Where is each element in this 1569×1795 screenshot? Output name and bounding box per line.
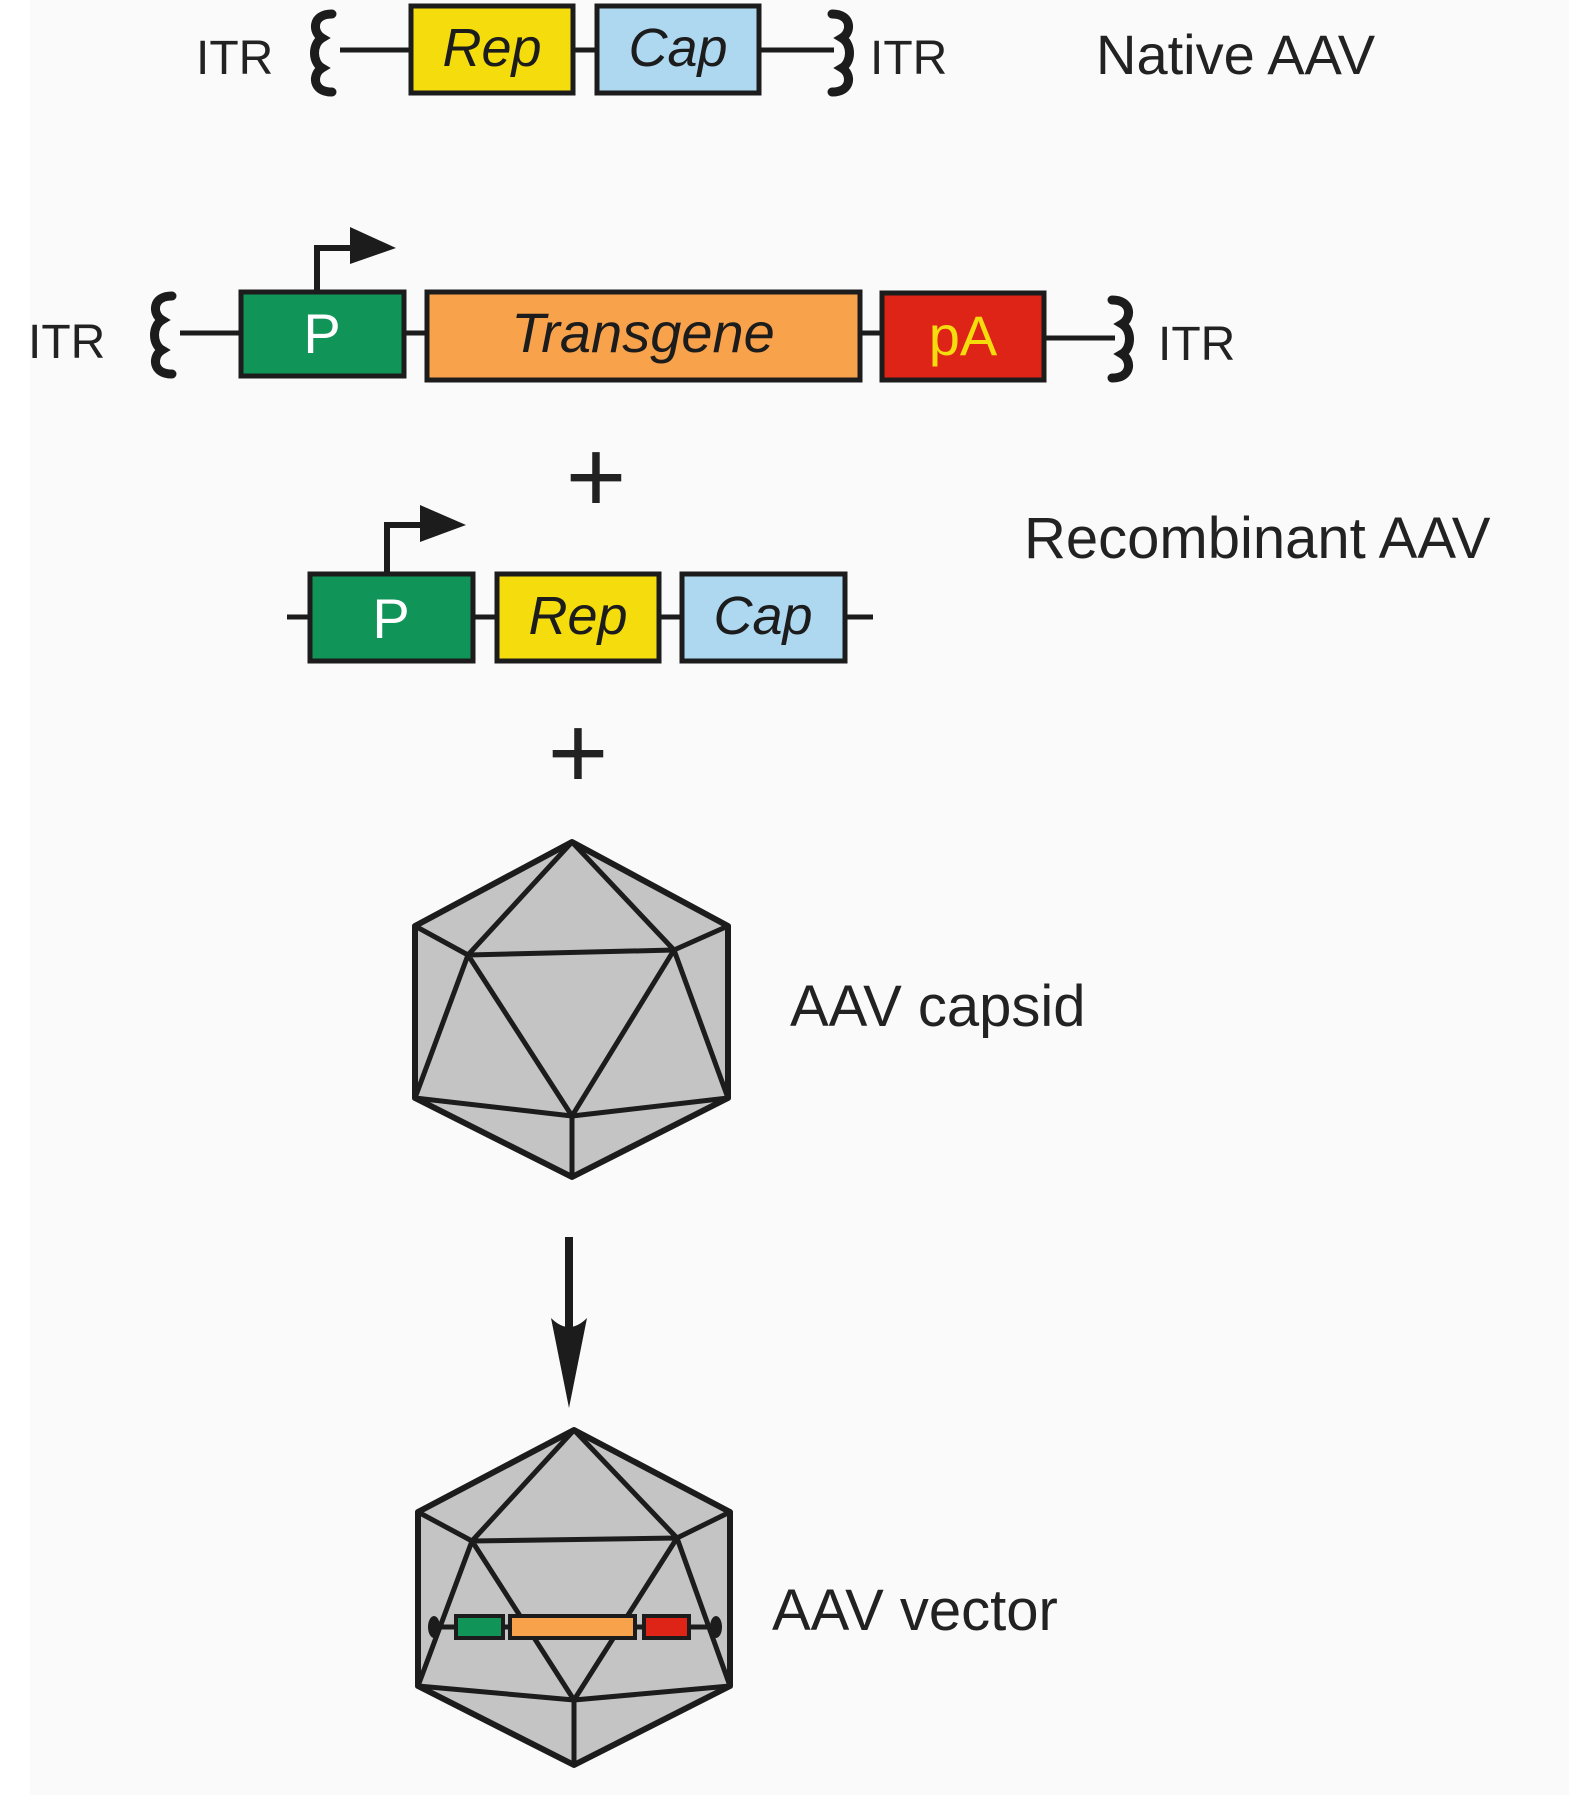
helper-promoter-label: P	[372, 587, 409, 650]
helper-cap-box	[679, 571, 848, 664]
genome-itr-left-icon	[428, 1616, 440, 1638]
helper-cap-label: Cap	[713, 586, 812, 646]
rec-itr-left-hairpin-icon	[150, 291, 177, 379]
background-panel	[30, 0, 1569, 1795]
capsid-facets	[412, 840, 731, 1177]
aav-capsid-icon	[412, 839, 731, 1180]
rec-promoter-arrow-line	[314, 245, 352, 292]
aav-capsid-label: AAV capsid	[790, 974, 1086, 1039]
capsid-facet-center	[465, 947, 677, 1119]
genome-promoter-block	[454, 1614, 505, 1640]
native-aav-title: Native AAV	[1096, 23, 1376, 86]
capsid-facet-top	[466, 840, 676, 957]
down-arrow-head	[551, 1318, 587, 1408]
genome-itr-right-icon	[710, 1616, 722, 1638]
recombinant-aav-title: Recombinant AAV	[1024, 506, 1491, 571]
capsid-facet-sides	[413, 923, 730, 958]
rec-promoter-label: P	[303, 302, 340, 365]
capsid-facet-bottom	[414, 1095, 729, 1177]
rep-cap-helper-cassette: P Rep Cap	[287, 505, 873, 664]
aav-vector-icon	[415, 1427, 733, 1768]
native-cap-label: Cap	[628, 18, 727, 78]
native-itr-left-label: ITR	[196, 32, 273, 85]
native-aav-construct: ITR Rep Cap ITR	[196, 3, 947, 97]
rec-promoter-box	[238, 289, 407, 379]
rec-transgene-box	[424, 289, 863, 383]
rec-promoter-arrow-icon	[350, 227, 396, 264]
rec-itr-right-label: ITR	[1158, 318, 1235, 371]
vector-facet-bottom	[417, 1683, 731, 1765]
genome-polya-block	[642, 1614, 691, 1640]
native-itr-right-label: ITR	[870, 32, 947, 85]
plus-sign-2: +	[548, 695, 609, 811]
helper-promoter-box	[307, 571, 476, 664]
down-arrow-icon	[551, 1237, 587, 1408]
rec-polya-box	[879, 290, 1047, 383]
helper-promoter-arrow-line	[384, 522, 422, 574]
native-cap-box	[594, 3, 762, 96]
plus-sign-1: +	[566, 419, 627, 535]
native-itr-right-hairpin-icon	[827, 9, 854, 97]
rec-itr-left-label: ITR	[28, 316, 105, 369]
helper-rep-label: Rep	[528, 586, 627, 646]
aav-vector-label: AAV vector	[772, 1578, 1058, 1643]
native-itr-left-hairpin-icon	[310, 9, 337, 97]
rec-transgene-label: Transgene	[511, 301, 775, 364]
packaged-genome-icon	[428, 1614, 722, 1640]
vector-facet-lower-sides	[415, 1537, 733, 1687]
genome-transgene-block	[508, 1614, 637, 1640]
capsid-facet-lower-sides	[412, 949, 731, 1099]
rec-polya-label: pA	[929, 304, 998, 367]
vector-facet-sides	[416, 1509, 732, 1544]
native-rep-label: Rep	[442, 18, 541, 78]
transgene-cassette: ITR P Transgene pA ITR	[28, 227, 1235, 383]
helper-rep-box	[494, 571, 662, 664]
vector-facet-top	[470, 1428, 679, 1543]
helper-promoter-arrow-icon	[420, 505, 466, 542]
rec-itr-right-hairpin-icon	[1107, 295, 1134, 383]
